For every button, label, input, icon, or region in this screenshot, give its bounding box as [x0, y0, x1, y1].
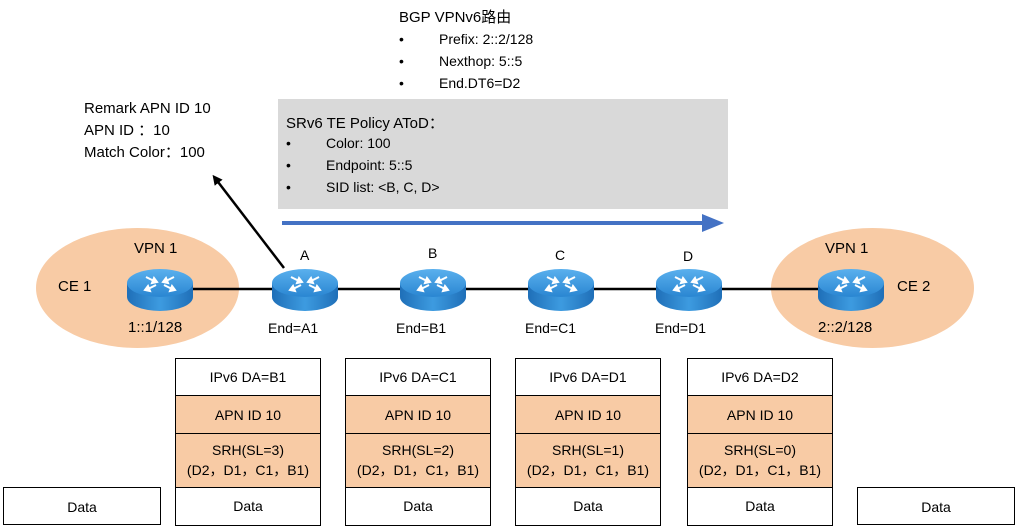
router-icon — [400, 269, 466, 311]
packet-srh-header: SRH(SL=0) (D2，D1，C1，B1) — [688, 434, 832, 488]
packet-ipv6-header: IPv6 DA=D1 — [516, 359, 660, 396]
ce-label-right: CE 2 — [897, 278, 931, 295]
packet-stack-2: IPv6 DA=C1 APN ID 10 SRH(SL=2) (D2，D1，C1… — [345, 358, 491, 526]
packet-ipv6-header: IPv6 DA=C1 — [346, 359, 490, 396]
packet-srh-sl: SRH(SL=0) — [724, 442, 796, 458]
remark-pointer-arrow — [212, 174, 285, 269]
policy-sid-list: SID list: <B, C, D> — [286, 176, 440, 198]
packet-apn-header: APN ID 10 — [346, 396, 490, 434]
router-name-c: C — [555, 247, 566, 263]
policy-endpoint: Endpoint: 5::5 — [286, 154, 440, 176]
packet-srh-sids: (D2，D1，C1，B1) — [186, 462, 310, 478]
packet-srh-sl: SRH(SL=2) — [382, 442, 454, 458]
router-end-a: End=A1 — [268, 320, 319, 336]
packet-ipv6-header: IPv6 DA=B1 — [176, 359, 320, 396]
packet-data: Data — [176, 488, 320, 525]
packet-srh-header: SRH(SL=3) (D2，D1，C1，B1) — [176, 434, 320, 488]
ce-label-left: CE 1 — [58, 278, 92, 295]
router-name-d: D — [683, 248, 694, 264]
packet-apn-header: APN ID 10 — [516, 396, 660, 434]
packet-stack-4: IPv6 DA=D2 APN ID 10 SRH(SL=0) (D2，D1，C1… — [687, 358, 833, 526]
router-icon — [272, 269, 338, 311]
prefix-label-right: 2::2/128 — [818, 319, 873, 336]
router-end-c: End=C1 — [525, 320, 576, 336]
packet-apn-header: APN ID 10 — [176, 396, 320, 434]
packet-srh-sids: (D2，D1，C1，B1) — [526, 462, 650, 478]
packet-data: Data — [346, 488, 490, 525]
vpn-label-right: VPN 1 — [825, 240, 869, 257]
packet-srh-sids: (D2，D1，C1，B1) — [698, 462, 822, 478]
packet-data: Data — [688, 488, 832, 525]
edge-data-right: Data — [857, 487, 1015, 525]
edge-data-left: Data — [3, 487, 161, 525]
policy-color: Color: 100 — [286, 132, 440, 154]
packet-srh-header: SRH(SL=2) (D2，D1，C1，B1) — [346, 434, 490, 488]
match-color-line: Match Color：100 — [84, 144, 205, 161]
router-name-b: B — [428, 245, 438, 261]
prefix-label-left: 1::1/128 — [128, 319, 183, 336]
bgp-route-title: BGP VPNv6路由 — [399, 9, 512, 26]
policy-direction-arrow — [282, 214, 724, 232]
apn-id-line: APN ID ：10 — [84, 122, 170, 139]
policy-title: SRv6 TE Policy AToD： — [286, 115, 444, 132]
bgp-route-list: Prefix: 2::2/128 Nexthop: 5::5 End.DT6=D… — [399, 28, 533, 94]
router-name-a: A — [300, 247, 310, 263]
remark-apn-info: Remark APN ID 10 APN ID ：10 Match Color：… — [84, 98, 211, 164]
packet-srh-sl: SRH(SL=1) — [552, 442, 624, 458]
router-end-b: End=B1 — [396, 320, 447, 336]
policy-list: Color: 100 Endpoint: 5::5 SID list: <B, … — [286, 132, 440, 198]
packet-srh-header: SRH(SL=1) (D2，D1，C1，B1) — [516, 434, 660, 488]
packet-stack-1: IPv6 DA=B1 APN ID 10 SRH(SL=3) (D2，D1，C1… — [175, 358, 321, 526]
packet-apn-header: APN ID 10 — [688, 396, 832, 434]
remark-apn-line: Remark APN ID 10 — [84, 100, 211, 117]
router-icon — [528, 269, 594, 311]
bgp-route-nexthop: Nexthop: 5::5 — [399, 50, 533, 72]
router-end-d: End=D1 — [655, 320, 706, 336]
bgp-route-prefix: Prefix: 2::2/128 — [399, 28, 533, 50]
router-icon — [656, 269, 722, 311]
packet-srh-sids: (D2，D1，C1，B1) — [356, 462, 480, 478]
packet-ipv6-header: IPv6 DA=D2 — [688, 359, 832, 396]
vpn-label-left: VPN 1 — [134, 240, 178, 257]
packet-stack-3: IPv6 DA=D1 APN ID 10 SRH(SL=1) (D2，D1，C1… — [515, 358, 661, 526]
bgp-route-end-dt6: End.DT6=D2 — [399, 72, 533, 94]
router-icon — [818, 269, 884, 311]
packet-data: Data — [516, 488, 660, 525]
packet-srh-sl: SRH(SL=3) — [212, 442, 284, 458]
router-icon — [127, 269, 193, 311]
